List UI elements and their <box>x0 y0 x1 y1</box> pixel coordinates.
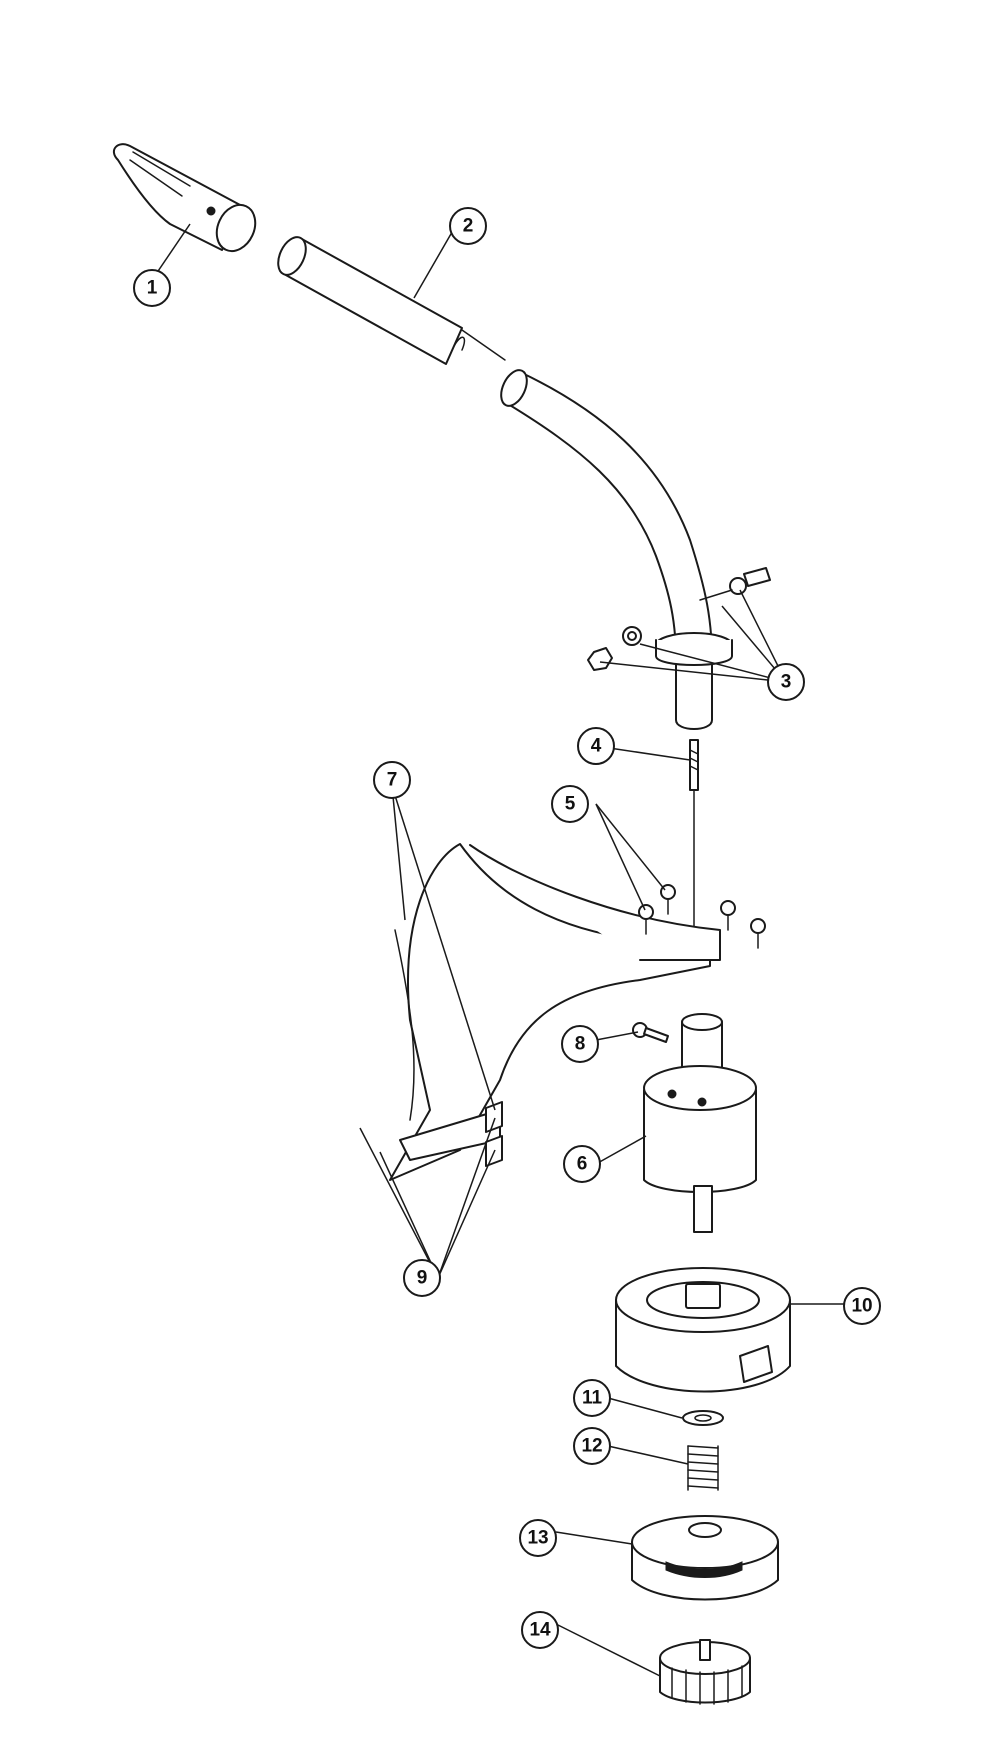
leader-lines <box>151 219 852 1677</box>
part-guard <box>389 843 721 1181</box>
part-handle-grip <box>112 143 257 253</box>
callout-14-label: 14 <box>529 1620 551 1641</box>
callout-7: 7 <box>373 761 411 799</box>
callout-13-label: 13 <box>527 1528 548 1549</box>
callout-9: 9 <box>403 1259 441 1297</box>
callout-10: 10 <box>843 1287 881 1325</box>
part-curved-shaft <box>500 369 733 730</box>
part-bolt <box>632 1022 669 1043</box>
callout-11-label: 11 <box>582 1388 603 1409</box>
callout-8-label: 8 <box>575 1034 586 1055</box>
part-washer <box>682 1410 724 1426</box>
part-clamp-hardware <box>587 567 771 671</box>
callout-1-label: 1 <box>147 278 158 299</box>
callout-3-label: 3 <box>781 672 792 693</box>
callout-4-label: 4 <box>591 736 602 757</box>
callout-3: 3 <box>767 663 805 701</box>
callout-9-label: 9 <box>417 1268 428 1289</box>
part-bump-knob <box>659 1639 751 1705</box>
part-spool-housing <box>615 1267 791 1393</box>
callout-11: 11 <box>573 1379 611 1417</box>
callout-2: 2 <box>449 207 487 245</box>
part-drive-pin <box>689 739 699 941</box>
part-spring <box>687 1445 719 1491</box>
callout-5: 5 <box>551 785 589 823</box>
callout-12: 12 <box>573 1427 611 1465</box>
part-spool <box>631 1515 779 1601</box>
callout-6: 6 <box>563 1145 601 1183</box>
callout-5-label: 5 <box>565 794 576 815</box>
callout-8: 8 <box>561 1025 599 1063</box>
callout-1: 1 <box>133 269 171 307</box>
callout-14: 14 <box>521 1611 559 1649</box>
callout-4: 4 <box>577 727 615 765</box>
callout-2-label: 2 <box>463 216 474 237</box>
callout-12-label: 12 <box>581 1436 602 1457</box>
callout-10-label: 10 <box>851 1296 872 1317</box>
callout-13: 13 <box>519 1519 557 1557</box>
part-gear-head <box>643 1013 757 1233</box>
part-shaft-section <box>277 236 506 365</box>
callout-7-label: 7 <box>387 770 398 791</box>
callout-6-label: 6 <box>577 1154 588 1175</box>
